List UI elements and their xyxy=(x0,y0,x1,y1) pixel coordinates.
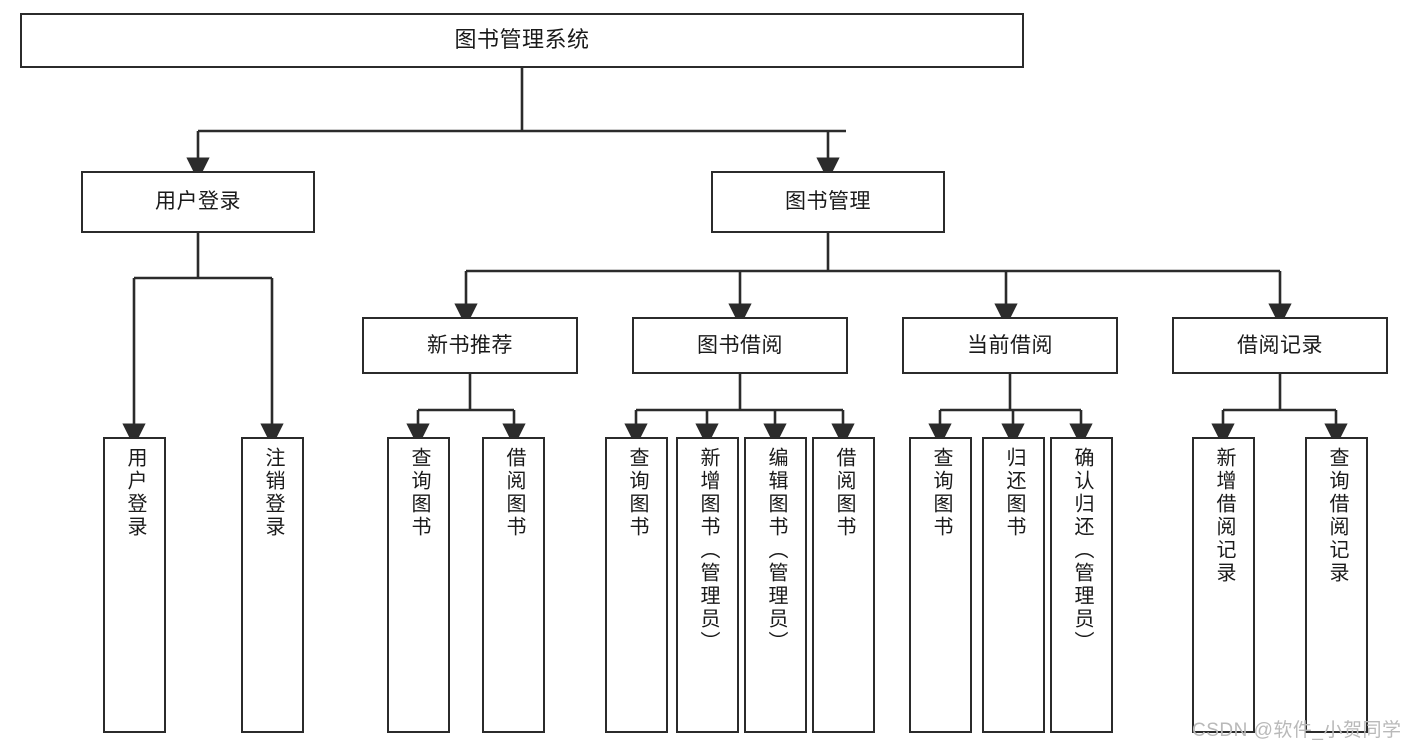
node-leaf-query-borrow-record[interactable]: 查询借阅记录 xyxy=(1305,437,1368,733)
node-new-book-rec[interactable]: 新书推荐 xyxy=(362,317,578,374)
node-leaf-return-book-label: 归还图书 xyxy=(1003,447,1025,539)
node-user-login[interactable]: 用户登录 xyxy=(81,171,315,233)
node-leaf-add-borrow-record[interactable]: 新增借阅记录 xyxy=(1192,437,1255,733)
node-leaf-rec-query-book-label: 查询图书 xyxy=(408,447,430,539)
watermark: CSDN @软件_小贺同学 xyxy=(1192,715,1401,742)
node-leaf-user-logout[interactable]: 注销登录 xyxy=(241,437,304,733)
node-book-borrow-label: 图书借阅 xyxy=(697,333,783,357)
node-user-login-label: 用户登录 xyxy=(155,190,241,214)
node-leaf-borrow-book[interactable]: 借阅图书 xyxy=(812,437,875,733)
watermark-text: CSDN @软件_小贺同学 xyxy=(1192,720,1402,741)
node-leaf-add-book-admin[interactable]: 新增图书（管理员） xyxy=(676,437,739,733)
node-leaf-rec-borrow-book[interactable]: 借阅图书 xyxy=(482,437,545,733)
node-new-book-rec-label: 新书推荐 xyxy=(427,333,513,357)
node-book-manage[interactable]: 图书管理 xyxy=(711,171,945,233)
node-leaf-add-borrow-record-label: 新增借阅记录 xyxy=(1213,447,1235,585)
node-book-borrow[interactable]: 图书借阅 xyxy=(632,317,848,374)
node-leaf-user-login-label: 用户登录 xyxy=(124,447,146,539)
node-leaf-user-login[interactable]: 用户登录 xyxy=(103,437,166,733)
node-leaf-borrow-query-book[interactable]: 查询图书 xyxy=(605,437,668,733)
node-leaf-user-logout-label: 注销登录 xyxy=(262,447,284,539)
node-leaf-rec-query-book[interactable]: 查询图书 xyxy=(387,437,450,733)
node-leaf-query-borrow-record-label: 查询借阅记录 xyxy=(1326,447,1348,585)
node-leaf-add-book-admin-label: 新增图书（管理员） xyxy=(697,447,719,654)
node-leaf-borrow-query-book-label: 查询图书 xyxy=(626,447,648,539)
node-leaf-confirm-return-admin[interactable]: 确认归还（管理员） xyxy=(1050,437,1113,733)
node-leaf-edit-book-admin-label: 编辑图书（管理员） xyxy=(765,447,787,654)
node-borrow-record[interactable]: 借阅记录 xyxy=(1172,317,1388,374)
node-current-borrow-label: 当前借阅 xyxy=(967,333,1053,357)
node-root[interactable]: 图书管理系统 xyxy=(20,13,1024,68)
node-leaf-cur-query-book-label: 查询图书 xyxy=(930,447,952,539)
node-leaf-cur-query-book[interactable]: 查询图书 xyxy=(909,437,972,733)
node-book-manage-label: 图书管理 xyxy=(785,190,871,214)
node-leaf-edit-book-admin[interactable]: 编辑图书（管理员） xyxy=(744,437,807,733)
node-leaf-rec-borrow-book-label: 借阅图书 xyxy=(503,447,525,539)
node-leaf-borrow-book-label: 借阅图书 xyxy=(833,447,855,539)
node-root-label: 图书管理系统 xyxy=(454,27,590,53)
node-leaf-return-book[interactable]: 归还图书 xyxy=(982,437,1045,733)
node-borrow-record-label: 借阅记录 xyxy=(1237,333,1323,357)
node-current-borrow[interactable]: 当前借阅 xyxy=(902,317,1118,374)
node-leaf-confirm-return-admin-label: 确认归还（管理员） xyxy=(1071,447,1093,654)
